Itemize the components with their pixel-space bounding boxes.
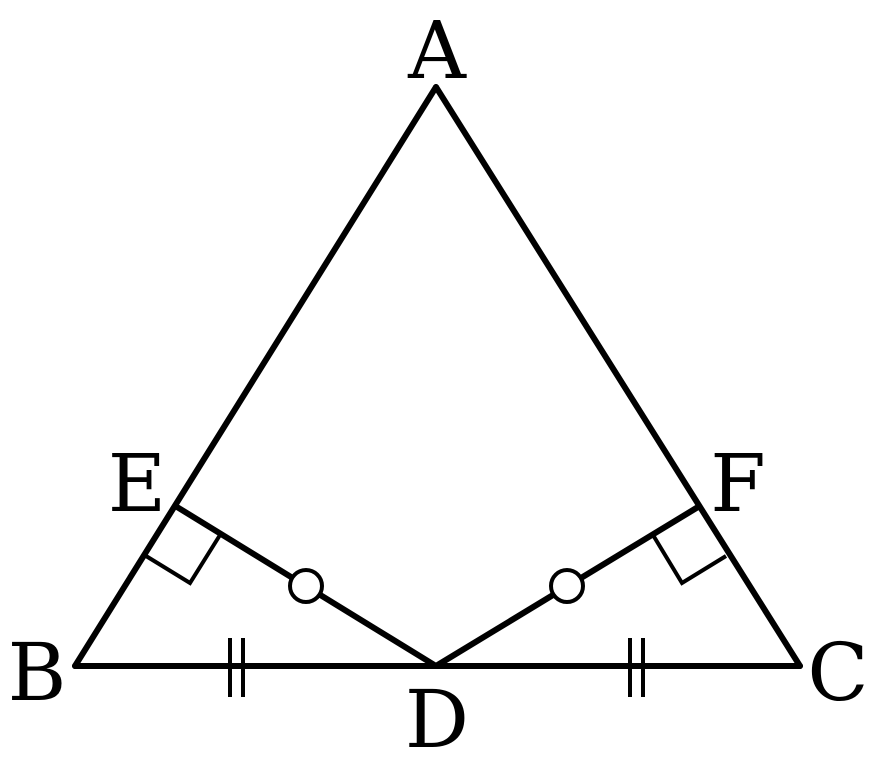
equal-mark-df: [549, 568, 585, 604]
label-f: F: [710, 437, 766, 530]
tick-marks-dc: [628, 638, 645, 697]
label-d: D: [405, 673, 469, 766]
label-a: A: [407, 4, 467, 97]
right-angle-mark-f: [651, 533, 728, 586]
right-angle-mark-e: [144, 533, 222, 586]
segment-ac: [433, 84, 803, 669]
tick-marks-bd: [228, 638, 245, 697]
segment-ab: [72, 84, 439, 669]
label-e: E: [108, 437, 166, 530]
label-c: C: [807, 626, 868, 719]
equal-mark-de: [288, 568, 324, 604]
label-b: B: [8, 626, 67, 719]
